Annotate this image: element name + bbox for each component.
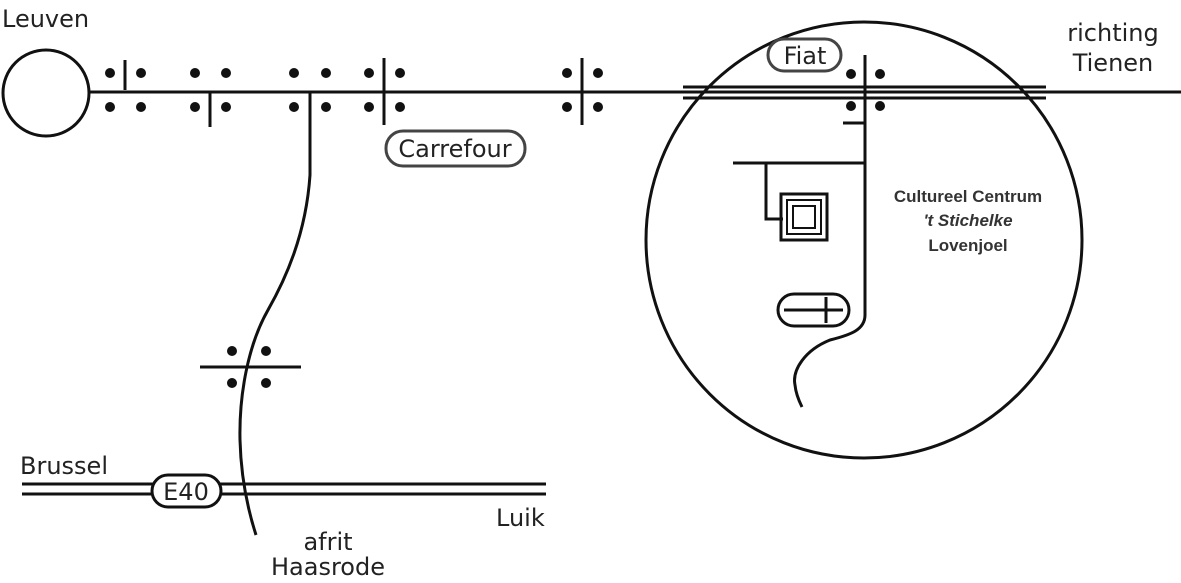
entrance-marker-icon bbox=[776, 292, 851, 328]
building-driveway bbox=[764, 163, 783, 221]
leuven-label: Leuven bbox=[2, 5, 89, 33]
carrefour-label: Carrefour bbox=[398, 135, 511, 163]
fiat-label: Fiat bbox=[784, 42, 827, 70]
traffic-light-icon bbox=[289, 68, 331, 112]
tienen-label-line1: richting bbox=[1067, 19, 1158, 47]
afrit-label-line1: afrit bbox=[303, 528, 352, 556]
e40-label: E40 bbox=[163, 478, 209, 506]
road-to-haasrode bbox=[238, 92, 312, 536]
traffic-light-icon bbox=[364, 58, 405, 125]
destination-line1: Cultureel Centrum bbox=[894, 187, 1042, 206]
tienen-label-line2: Tienen bbox=[1072, 49, 1154, 77]
e40-shield: E40 bbox=[150, 473, 223, 509]
destination-line3: Lovenjoel bbox=[928, 236, 1007, 255]
carrefour-landmark: Carrefour bbox=[384, 129, 527, 168]
roundabout-icon bbox=[1, 48, 91, 138]
traffic-light-icon bbox=[846, 69, 885, 111]
traffic-light-icon bbox=[200, 346, 301, 388]
fiat-landmark: Fiat bbox=[766, 37, 843, 73]
cultural-centre-building-icon bbox=[779, 192, 829, 242]
traffic-light-icon bbox=[105, 60, 146, 112]
side-road bbox=[793, 55, 867, 408]
luik-label: Luik bbox=[496, 504, 545, 532]
traffic-light-icon bbox=[190, 68, 231, 127]
brussel-label: Brussel bbox=[20, 452, 108, 480]
detail-circle bbox=[644, 20, 1084, 460]
afrit-label-line2: Haasrode bbox=[271, 553, 385, 581]
destination-line2: 't Stichelke bbox=[923, 211, 1012, 230]
traffic-light-icon bbox=[562, 58, 603, 125]
